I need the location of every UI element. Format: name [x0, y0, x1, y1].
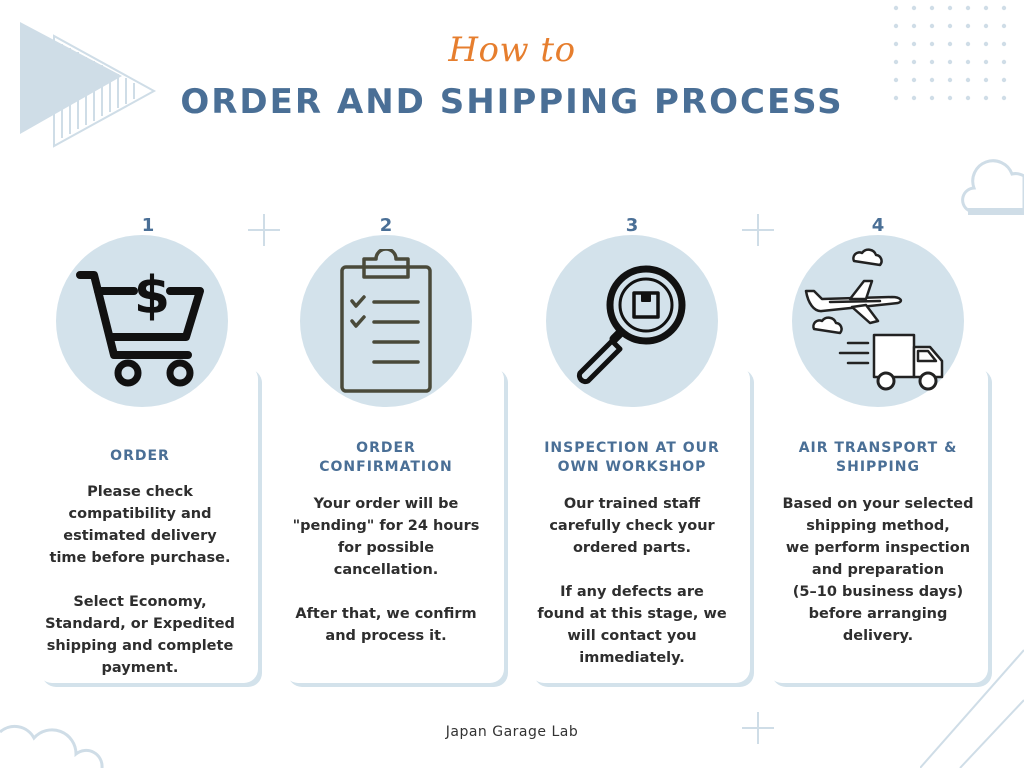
- step-title: ORDER CONFIRMATION: [319, 440, 453, 475]
- step-3: 3 INSPECTION AT OUR OWN WORKSHOP Our tra…: [522, 215, 752, 695]
- dot: [911, 23, 917, 29]
- dot: [1001, 5, 1007, 11]
- step-number: 2: [379, 215, 393, 236]
- step-title: INSPECTION AT OUR OWN WORKSHOP: [544, 440, 720, 475]
- step-description: Our trained staff carefully check your o…: [537, 496, 727, 666]
- subtitle: How to: [448, 30, 576, 70]
- dot: [1001, 59, 1007, 65]
- dot: [911, 41, 917, 47]
- dot: [1001, 95, 1007, 101]
- step-card: [284, 365, 504, 683]
- dot: [929, 23, 935, 29]
- dot: [947, 41, 953, 47]
- dot: [1001, 23, 1007, 29]
- dot: [983, 77, 989, 83]
- step-number: 1: [141, 215, 155, 236]
- diagonal-lines-decoration: [920, 649, 1024, 768]
- step-card: [530, 365, 750, 683]
- step-title: AIR TRANSPORT & SHIPPING: [798, 440, 958, 475]
- dot: [983, 95, 989, 101]
- cloud-decoration: [961, 159, 1024, 215]
- plus-decoration: [742, 214, 774, 246]
- svg-text:$: $: [134, 266, 170, 326]
- step-description: Your order will be "pending" for 24 hour…: [292, 496, 480, 644]
- dot: [929, 41, 935, 47]
- step-number: 4: [871, 215, 885, 236]
- step-4: 4 AIR TRANSPORT & SHIPPING Based on your…: [768, 215, 998, 695]
- dot: [947, 95, 953, 101]
- step-number: 3: [625, 215, 639, 236]
- dot: [1001, 41, 1007, 47]
- dot: [965, 23, 971, 29]
- step-description: Please check compatibility and estimated…: [45, 484, 235, 676]
- step-2: 2 ORDER CONFIRMATION Your order will be …: [276, 215, 506, 695]
- dot: [893, 95, 899, 101]
- dot: [1001, 77, 1007, 83]
- step-description: Based on your selected shipping method, …: [782, 496, 974, 644]
- dot: [947, 59, 953, 65]
- dot: [929, 77, 935, 83]
- dot: [983, 23, 989, 29]
- page-title: ORDER AND SHIPPING PROCESS: [180, 82, 844, 122]
- step-card: [38, 365, 258, 683]
- footer-brand: Japan Garage Lab: [445, 724, 579, 740]
- dot: [983, 41, 989, 47]
- triangle-decoration: [20, 22, 157, 148]
- step-card: [768, 365, 988, 683]
- magnifier-box-icon: [576, 265, 686, 385]
- dot: [947, 5, 953, 11]
- step-1: 1 $ ORDER Please check compatibility and…: [30, 215, 260, 695]
- plus-decoration: [248, 214, 280, 246]
- dot: [965, 59, 971, 65]
- dot: [965, 77, 971, 83]
- dot: [893, 5, 899, 11]
- dot: [965, 5, 971, 11]
- cloud-decoration: [0, 724, 104, 768]
- dot: [893, 41, 899, 47]
- plus-decoration: [742, 712, 774, 744]
- dot: [911, 59, 917, 65]
- dot: [893, 77, 899, 83]
- airplane-truck-icon: [804, 248, 944, 391]
- dot: [929, 5, 935, 11]
- dot: [911, 5, 917, 11]
- dot: [983, 5, 989, 11]
- dot: [947, 77, 953, 83]
- dot: [947, 23, 953, 29]
- icon-circle: [56, 235, 228, 407]
- dot: [911, 77, 917, 83]
- dot: [893, 59, 899, 65]
- dot: [965, 95, 971, 101]
- dot: [911, 95, 917, 101]
- shopping-cart-dollar-icon: $: [76, 266, 204, 387]
- dot-grid-decoration: [893, 5, 1007, 101]
- dot: [983, 59, 989, 65]
- icon-circle: [546, 235, 718, 407]
- clipboard-checklist-icon: [340, 249, 432, 393]
- dot: [929, 59, 935, 65]
- dot: [893, 23, 899, 29]
- dot: [929, 95, 935, 101]
- step-title: ORDER: [110, 448, 170, 464]
- dot: [965, 41, 971, 47]
